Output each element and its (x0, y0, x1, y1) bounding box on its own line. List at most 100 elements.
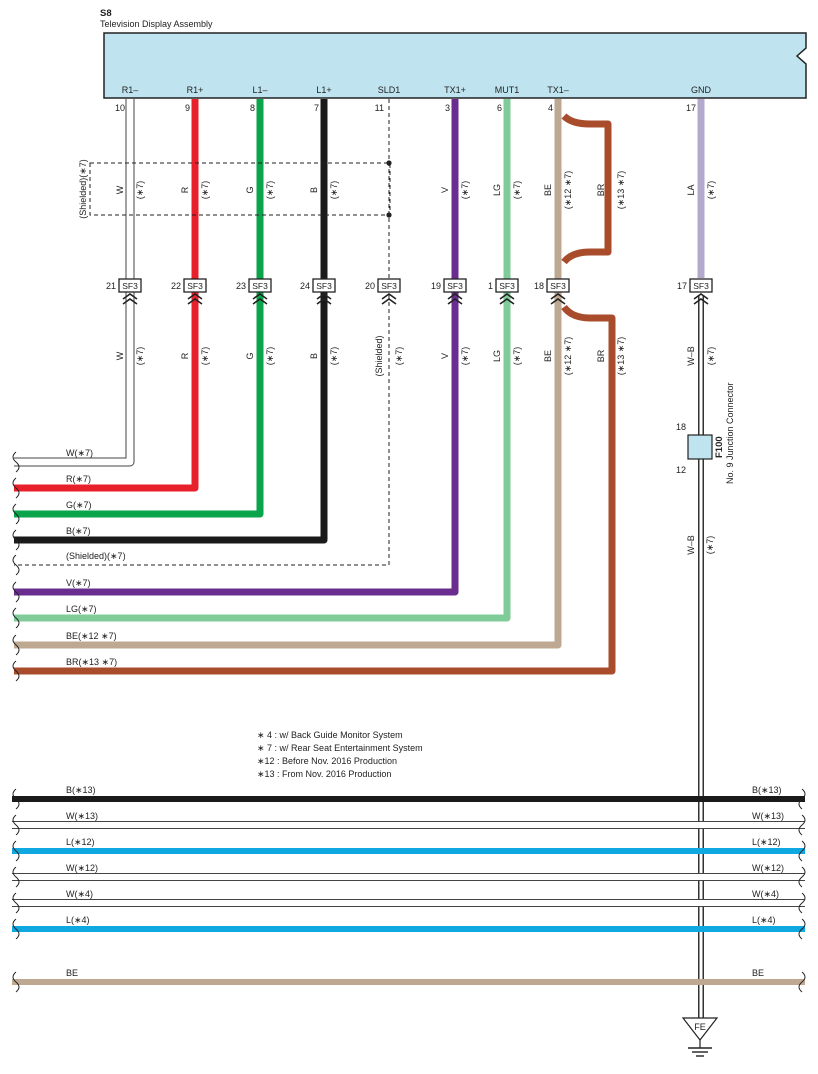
pin-label-l1p: L1+ (316, 85, 331, 95)
wire-r1p (14, 99, 199, 492)
connector-box-l1p (312, 278, 336, 293)
junction-wire-color: W–B (686, 535, 696, 555)
bus-break-left-1 (12, 814, 20, 836)
connector-box-tx1n (546, 278, 570, 293)
upper-color-r1p: R (180, 186, 190, 193)
bus-label-right-2: L(∗12) (752, 837, 781, 847)
connector-chevron-2-tx1p (447, 298, 463, 305)
output-label-1: R(∗7) (66, 474, 91, 484)
wire-tx1n (14, 99, 562, 649)
output-label-6: LG(∗7) (66, 604, 97, 614)
connector-pin-r1n: 21 (106, 281, 116, 291)
pin-number-mut1: 6 (497, 103, 502, 113)
upper-note-gnd: (∗7) (706, 181, 716, 200)
bus-label-left-0: B(∗13) (66, 785, 96, 795)
pin-label-tx1n: TX1– (547, 85, 569, 95)
pin-number-r1p: 9 (185, 103, 190, 113)
wire-sld1 (14, 99, 390, 566)
connector-pin-l1n: 23 (236, 281, 246, 291)
lower-note-l1n: (∗7) (265, 347, 275, 366)
br-upper-note: (∗13 ∗7) (616, 171, 626, 210)
pin-labels: R1–10R1+9L1–8L1+7SLD111TX1+3MUT16TX1–4GN… (115, 85, 712, 113)
bus-label-right-1: W(∗13) (752, 811, 784, 821)
wire-br-upper (561, 113, 612, 265)
connector-pin-r1p: 22 (171, 281, 181, 291)
connector-chevron-2-gnd (693, 298, 709, 305)
bus-break-right-2 (798, 840, 806, 862)
lower-color-l1p: B (309, 353, 319, 359)
lower-note-tx1p: (∗7) (460, 347, 470, 366)
bus-label-left-2: L(∗12) (66, 837, 95, 847)
connector-chevron-2-l1n (252, 298, 268, 305)
lower-color-r1p: R (180, 352, 190, 359)
upper-note-tx1n: (∗12 ∗7) (563, 171, 573, 210)
pin-label-tx1p: TX1+ (444, 85, 466, 95)
connector-label-mut1: SF3 (499, 281, 515, 291)
connector-label-r1n: SF3 (122, 281, 138, 291)
bus-label-right-6: BE (752, 968, 764, 978)
output-break-0 (12, 451, 20, 473)
connector-chevron-1-l1p (316, 293, 332, 300)
output-label-8: BR(∗13 ∗7) (66, 657, 117, 667)
ground-triangle (681, 1017, 719, 1041)
output-label-4: (Shielded)(∗7) (66, 551, 126, 561)
lower-color-l1n: G (245, 352, 255, 359)
connector-box-sld1 (377, 278, 401, 293)
component-box (103, 32, 807, 99)
output-break-7 (12, 634, 20, 656)
wire-br-lower (14, 304, 616, 675)
pin-number-tx1p: 3 (445, 103, 450, 113)
connector-pin-tx1p: 19 (431, 281, 441, 291)
bus-label-left-1: W(∗13) (66, 811, 98, 821)
pin-label-r1p: R1+ (187, 85, 204, 95)
notes: ∗ 4 : w/ Back Guide Monitor System ∗ 7 :… (257, 730, 423, 779)
bus-wires: B(∗13)B(∗13)W(∗13)W(∗13)L(∗12)L(∗12)W(∗1… (12, 785, 806, 993)
note-2: ∗ 7 : w/ Rear Seat Entertainment System (257, 743, 423, 753)
bus-label-left-3: W(∗12) (66, 863, 98, 873)
output-label-2: G(∗7) (66, 500, 92, 510)
bus-break-right-4 (798, 892, 806, 914)
upper-color-l1p: B (309, 187, 319, 193)
bus-break-left-2 (12, 840, 20, 862)
junction-name: No. 9 Junction Connector (725, 382, 735, 484)
ground-label: FE (694, 1022, 706, 1032)
bus-break-right-6 (798, 971, 806, 993)
lower-color-mut1: LG (492, 350, 502, 362)
bus-break-right-5 (798, 918, 806, 940)
bus-label-left-4: W(∗4) (66, 889, 93, 899)
output-break-2 (12, 503, 20, 525)
lower-note-gnd: (∗7) (706, 347, 716, 366)
wire-labels: W(∗7)R(∗7)G(∗7)B(∗7)(Shielded)(∗7)V(∗7)L… (66, 171, 716, 667)
output-label-0: W(∗7) (66, 448, 93, 458)
shield-region: (Shielded)(∗7) (78, 159, 392, 219)
upper-note-l1n: (∗7) (265, 181, 275, 200)
connector-box-l1n (248, 278, 272, 293)
pin-number-sld1: 11 (375, 103, 384, 113)
junction-connector-f100: 18 12 F100 No. 9 Junction Connector W–B … (676, 382, 735, 554)
bus-label-right-4: W(∗4) (752, 889, 779, 899)
component-name: Television Display Assembly (100, 19, 213, 29)
note-1: ∗ 4 : w/ Back Guide Monitor System (257, 730, 403, 740)
connector-box-r1p (183, 278, 207, 293)
connector-label-gnd: SF3 (693, 281, 709, 291)
connector-label-tx1p: SF3 (447, 281, 463, 291)
lower-color-r1n: W (115, 351, 125, 360)
output-break-4 (12, 554, 20, 576)
connector-chevron-2-mut1 (499, 298, 515, 305)
connector-box-mut1 (495, 278, 519, 293)
pin-number-tx1n: 4 (548, 103, 553, 113)
connector-chevron-1-gnd (693, 293, 709, 300)
connector-label-r1p: SF3 (187, 281, 203, 291)
bus-break-right-3 (798, 866, 806, 888)
pin-label-mut1: MUT1 (495, 85, 520, 95)
junction-pin-bottom: 12 (676, 465, 686, 475)
bus-break-left-4 (12, 892, 20, 914)
connector-chevron-1-tx1p (447, 293, 463, 300)
upper-color-tx1n: BE (543, 184, 553, 196)
bus-label-left-5: L(∗4) (66, 915, 90, 925)
junction-wire-note: (∗7) (705, 536, 715, 555)
connector-chevron-2-r1p (187, 298, 203, 305)
output-break-8 (12, 660, 20, 682)
upper-note-r1p: (∗7) (200, 181, 210, 200)
bus-label-right-5: L(∗4) (752, 915, 776, 925)
